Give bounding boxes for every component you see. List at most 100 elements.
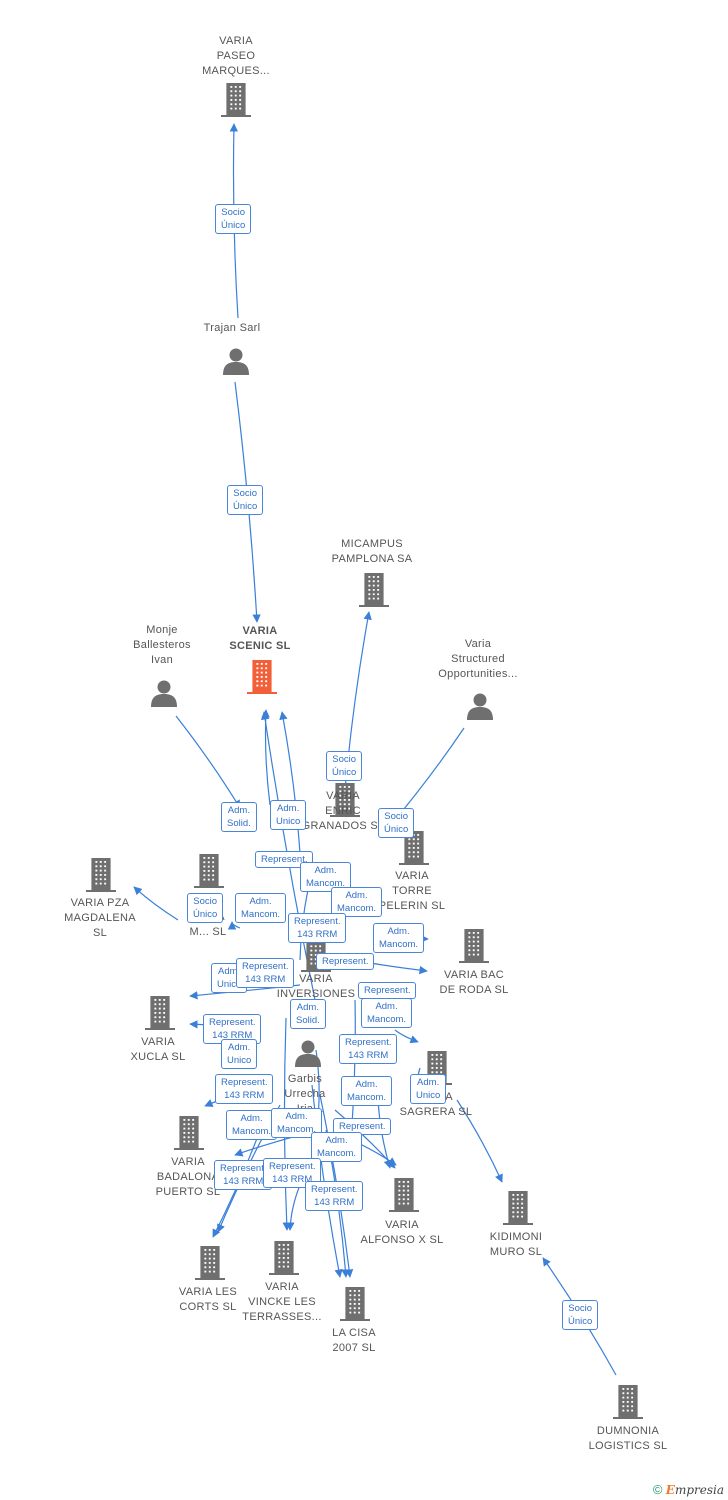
node-label-line: VARIA <box>171 1156 205 1168</box>
building-icon[interactable] <box>389 1178 419 1217</box>
node-label-line: PUERTO SL <box>155 1186 221 1198</box>
relation-label-line: Mancom. <box>306 878 346 889</box>
building-icon[interactable] <box>330 783 360 822</box>
node-label-line: ALFONSO X SL <box>360 1234 444 1246</box>
building-icon[interactable] <box>399 831 429 870</box>
relation-label-line: Único <box>193 909 218 920</box>
person-icon[interactable] <box>150 679 178 712</box>
relation-label[interactable]: Represent.143 RRM <box>339 1034 398 1064</box>
relation-label[interactable]: Represent.143 RRM <box>288 913 347 943</box>
relation-label[interactable]: Adm.Unico <box>211 963 248 993</box>
relation-label[interactable]: Represent. <box>333 1118 392 1135</box>
person-icon[interactable] <box>466 692 494 725</box>
node-label[interactable]: Trajan Sarl <box>172 321 292 336</box>
person-icon[interactable] <box>294 1039 322 1072</box>
relation-label-line: Socio <box>332 754 357 765</box>
relation-label-line: Represent. <box>261 854 308 865</box>
relation-label[interactable]: Represent. 143 RRM <box>305 1181 364 1211</box>
relation-label[interactable]: Adm.Mancom. <box>311 1132 363 1162</box>
relation-label[interactable]: Adm.Mancom. <box>341 1076 393 1106</box>
building-icon[interactable] <box>269 1241 299 1280</box>
relation-label[interactable]: Represent. <box>358 982 417 999</box>
relation-label[interactable]: Represent.143 RRM <box>236 958 295 988</box>
building-icon[interactable] <box>195 1246 225 1285</box>
relation-label[interactable]: Adm.Unico <box>221 1039 258 1069</box>
relation-label-line: Adm. <box>355 1079 378 1090</box>
node-label-line: SL <box>92 927 108 939</box>
relation-label-line: Socio <box>193 896 218 907</box>
building-icon[interactable] <box>340 1287 370 1326</box>
relation-label-line: Represent. <box>322 956 369 967</box>
relation-label-line: Represent. <box>294 916 341 927</box>
building-icon[interactable] <box>359 573 389 612</box>
building-icon[interactable] <box>221 83 251 122</box>
node-label-line: LOGISTICS SL <box>588 1440 668 1452</box>
relation-label[interactable]: Adm. Mancom. <box>373 923 425 953</box>
building-icon[interactable] <box>459 929 489 968</box>
node-label-line: VARIA PZA <box>70 897 130 909</box>
relation-label-line: 143 RRM <box>314 1197 355 1208</box>
person-icon[interactable] <box>222 347 250 380</box>
relation-label-line: Adm. <box>314 865 337 876</box>
relation-label[interactable]: Represent.143 RRM <box>214 1160 273 1190</box>
building-icon[interactable] <box>503 1191 533 1230</box>
relation-label[interactable]: Represent. <box>255 851 314 868</box>
relation-label-line: Único <box>221 220 246 231</box>
building-icon[interactable] <box>613 1385 643 1424</box>
node-label-line: ENRIC <box>325 805 361 817</box>
relation-label[interactable]: Adm.Solid. <box>221 802 257 832</box>
relation-edge <box>394 1029 419 1044</box>
relation-label[interactable]: Adm.Solid. <box>290 999 326 1029</box>
relation-label[interactable]: Adm.Mancom. <box>331 887 383 917</box>
relation-label[interactable]: Adm.Mancom. <box>361 998 413 1028</box>
relation-label-line: Adm. <box>387 926 410 937</box>
relation-label-line: Mancom. <box>379 939 419 950</box>
relation-label-line: 143 RRM <box>272 1174 313 1185</box>
relation-label-line: Unico <box>416 1090 441 1101</box>
relation-label[interactable]: Represent. <box>316 953 375 970</box>
relation-label-line: 143 RRM <box>212 1030 253 1041</box>
building-icon[interactable] <box>247 660 277 699</box>
node-label-line: GRANADOS SL <box>301 820 385 832</box>
relation-label[interactable]: Adm.Mancom. <box>226 1110 278 1140</box>
footer-brand[interactable]: © Empresia <box>653 1482 724 1497</box>
relation-label[interactable]: Represent.143 RRM <box>215 1074 274 1104</box>
relation-label[interactable]: Adm.Unico <box>270 800 307 830</box>
relation-label-line: 143 RRM <box>348 1050 389 1061</box>
building-icon[interactable] <box>174 1116 204 1155</box>
building-icon[interactable] <box>145 996 175 1035</box>
building-icon[interactable] <box>86 858 116 897</box>
relation-label-line: Único <box>233 501 258 512</box>
node-label-line: SCENIC SL <box>229 640 291 652</box>
node-label-line: VARIA <box>395 870 429 882</box>
relation-label-line: Socio <box>233 488 258 499</box>
relation-label[interactable]: Adm.Mancom. <box>235 893 287 923</box>
building-icon[interactable] <box>194 854 224 893</box>
relation-label[interactable]: Adm.Unico <box>410 1074 447 1104</box>
relation-label-line: Represent. <box>311 1184 358 1195</box>
relation-label-line: Mancom. <box>241 909 281 920</box>
